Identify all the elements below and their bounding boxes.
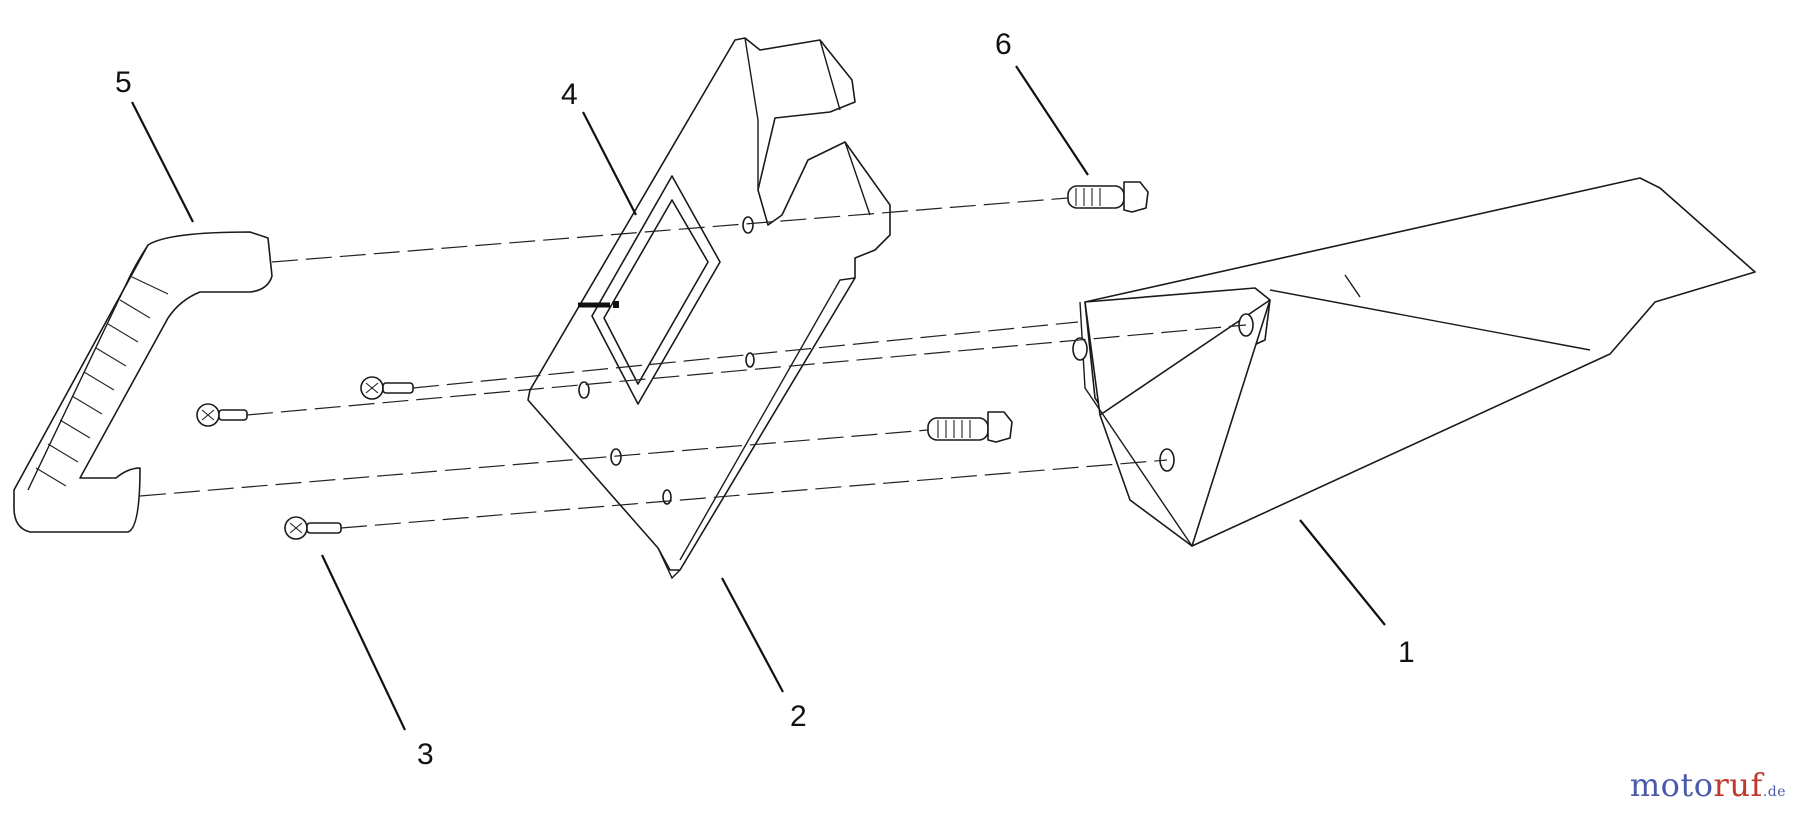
part-3-screw-middle	[196, 403, 248, 427]
leader-line-5	[131, 101, 194, 223]
leader-lines	[131, 65, 1386, 731]
callout-1: 1	[1398, 636, 1415, 669]
watermark-tld: .de	[1762, 784, 1786, 800]
part-6-bolt-upper	[1067, 181, 1149, 213]
motoruf-watermark-logo: motoruf.de	[1630, 766, 1786, 804]
alignment-lines	[139, 197, 1247, 529]
part-5-grip-handle	[13, 231, 273, 533]
part-3-screw-lower	[284, 516, 342, 540]
leader-line-4	[582, 111, 637, 216]
callout-2: 2	[790, 700, 807, 733]
part-4-insert-marker	[578, 301, 619, 308]
part-6-bolt-lower	[927, 411, 1013, 443]
leader-line-3	[321, 554, 406, 731]
watermark-part2: ruf	[1713, 766, 1763, 804]
leader-line-1	[1299, 519, 1386, 626]
callout-4: 4	[561, 78, 578, 111]
callout-6: 6	[995, 28, 1012, 61]
part-1-deflector	[1072, 177, 1756, 547]
callout-5: 5	[115, 66, 132, 99]
callout-3: 3	[417, 738, 434, 771]
watermark-part1: moto	[1629, 766, 1714, 804]
leader-line-6	[1015, 65, 1089, 176]
part-3-screw-upper	[360, 376, 414, 400]
leader-line-2	[721, 577, 784, 693]
part-2-bracket	[527, 37, 891, 580]
